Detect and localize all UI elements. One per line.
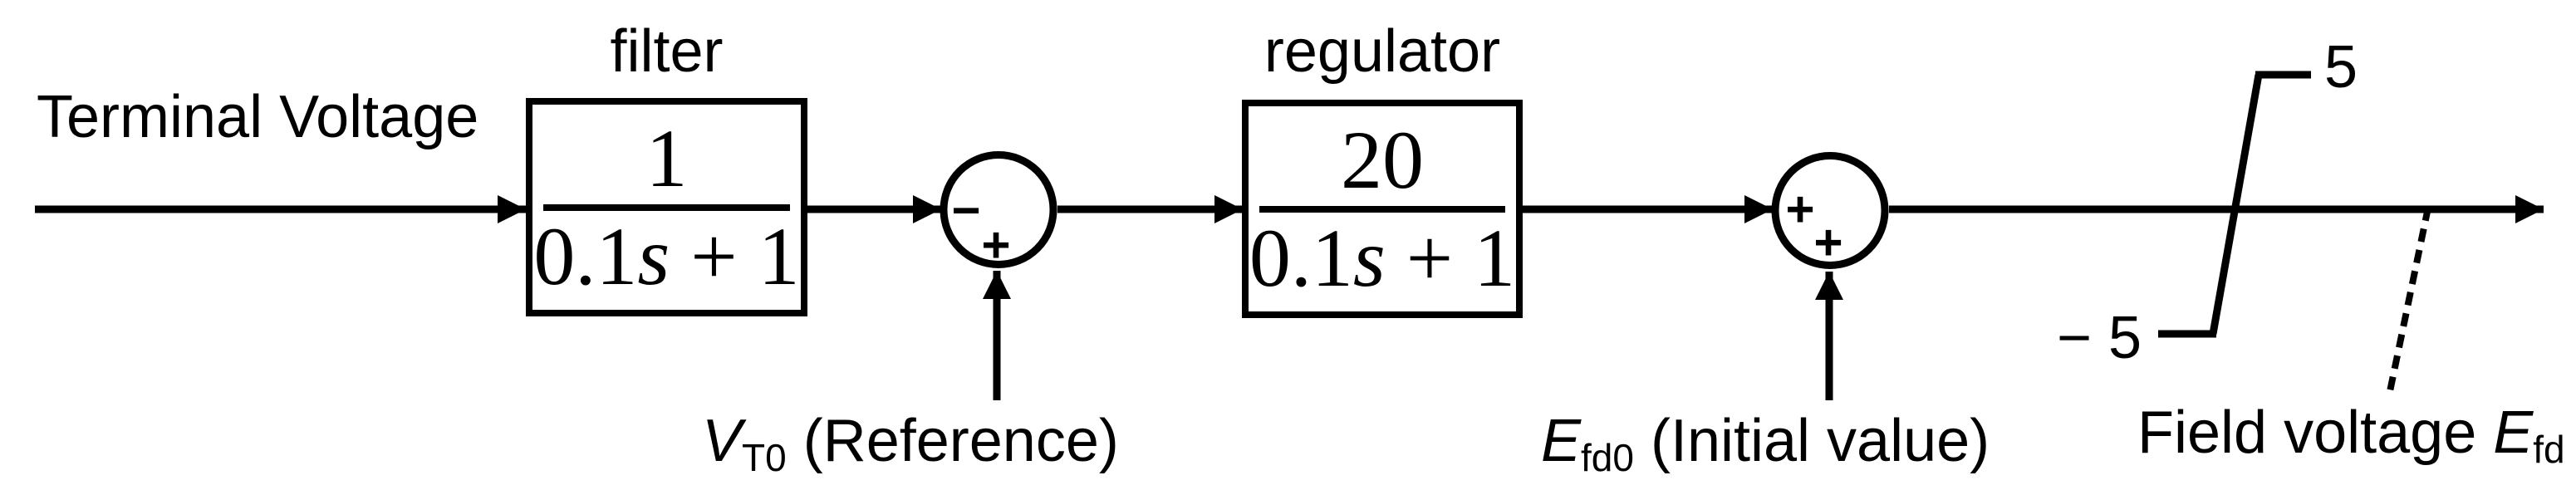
- reference-label: VT0 (Reference): [702, 408, 1119, 477]
- regulator-block: 20 0.1s + 1: [1242, 100, 1523, 318]
- filter-block-title: filter: [610, 18, 724, 85]
- input-label: Terminal Voltage: [37, 84, 479, 150]
- initial-value-var: E: [1541, 408, 1582, 474]
- initial-value-label: Efd0 (Initial value): [1541, 408, 1990, 477]
- sum2-circle: [1771, 152, 1889, 269]
- regulator-den-coeff: 0.1: [1249, 211, 1353, 304]
- sum2-plus-sign-bottom: +: [1813, 215, 1842, 271]
- sum2-plus-sign-left: +: [1785, 182, 1814, 238]
- reference-var: V: [702, 408, 743, 474]
- filter-numerator: 1: [645, 111, 688, 204]
- filter-fraction-bar: [542, 203, 791, 211]
- regulator-den-s: s: [1352, 211, 1386, 304]
- saturation-lower-limit: − 5: [2057, 305, 2142, 371]
- output-var: E: [2493, 399, 2534, 466]
- filter-den-coeff: 0.1: [533, 209, 638, 302]
- output-text: Field voltage: [2137, 399, 2494, 466]
- output-subscript: fd: [2533, 428, 2565, 471]
- regulator-den-rest: + 1: [1385, 211, 1516, 304]
- output-label: Field voltage Efd: [2137, 403, 2565, 468]
- filter-den-s: s: [637, 209, 670, 302]
- filter-denominator: 0.1s + 1: [533, 214, 799, 297]
- reference-text: (Reference): [786, 408, 1119, 474]
- reference-subscript: T0: [742, 436, 787, 479]
- regulator-fraction-bar: [1259, 205, 1506, 213]
- regulator-numerator: 20: [1341, 113, 1424, 206]
- saturation-upper-limit: 5: [2324, 34, 2358, 100]
- regulator-denominator: 0.1s + 1: [1249, 216, 1515, 299]
- sum1-circle: [940, 151, 1057, 268]
- saturation-slope-line: [2209, 74, 2263, 335]
- initial-value-subscript: fd0: [1581, 436, 1634, 479]
- initial-value-text: (Initial value): [1633, 408, 1990, 474]
- sum1-minus-sign: −: [951, 183, 980, 238]
- regulator-block-title: regulator: [1263, 18, 1501, 85]
- filter-den-rest: + 1: [670, 209, 800, 302]
- sum1-plus-sign: +: [981, 218, 1010, 273]
- output-label-leader-dashed-line: [2386, 207, 2431, 396]
- filter-block: 1 0.1s + 1: [526, 98, 807, 316]
